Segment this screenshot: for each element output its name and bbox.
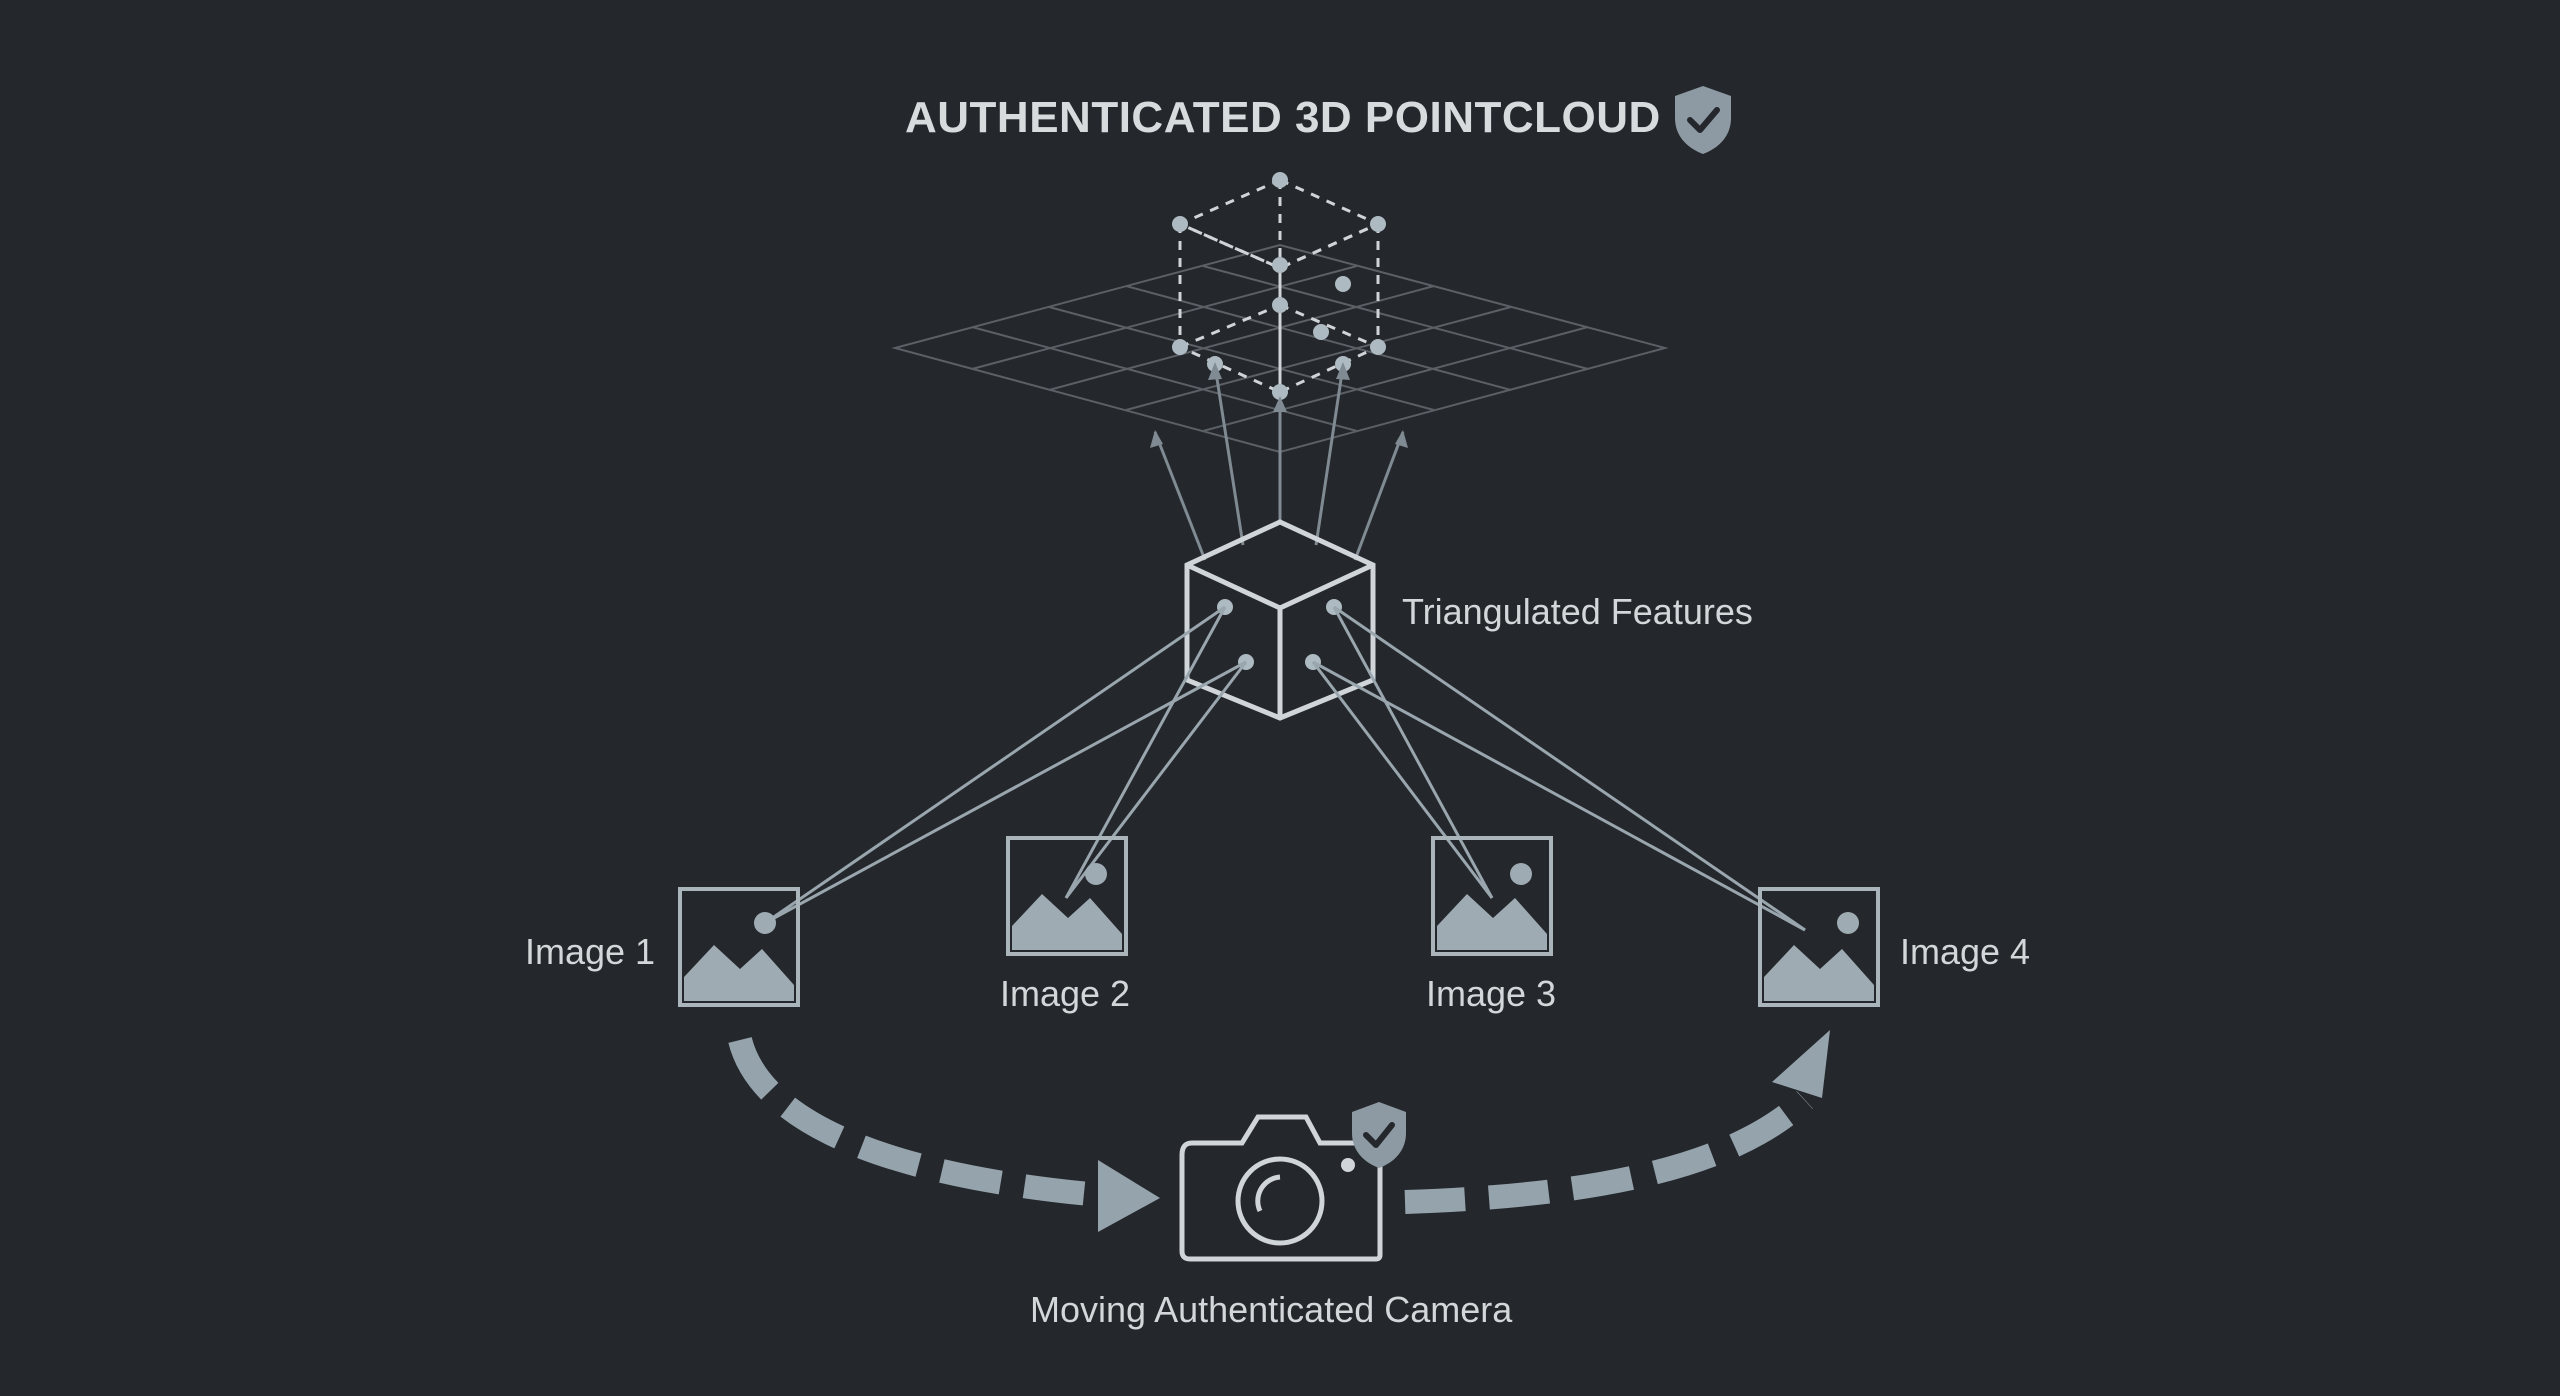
pointcloud-points — [1172, 172, 1386, 400]
pointcloud-cube — [1176, 178, 1382, 395]
image-1[interactable] — [678, 887, 800, 1007]
shield-check-icon — [1352, 1102, 1406, 1168]
projection-arrows — [1150, 362, 1408, 561]
image-icon — [1006, 836, 1128, 956]
image-icon — [678, 887, 800, 1007]
image-3[interactable] — [1431, 836, 1553, 956]
image-4[interactable] — [1758, 887, 1880, 1007]
cube-icon — [1184, 519, 1376, 721]
camera-path-right — [1404, 1030, 1830, 1214]
feature-rays — [764, 605, 1806, 932]
image-4-label: Image 4 — [1900, 931, 2030, 972]
image-1-label: Image 1 — [525, 931, 655, 972]
image-3-label: Image 3 — [1426, 973, 1556, 1014]
camera-label: Moving Authenticated Camera — [1030, 1289, 1513, 1330]
camera-icon — [1179, 1114, 1383, 1262]
grid-plane — [891, 243, 1669, 454]
image-2-label: Image 2 — [1000, 973, 1130, 1014]
image-icon — [1431, 836, 1553, 956]
page-title: AUTHENTICATED 3D POINTCLOUD — [905, 93, 1661, 142]
camera-path-left — [728, 1036, 1160, 1232]
shield-check-icon — [1675, 86, 1731, 154]
triangulated-features-label: Triangulated Features — [1402, 591, 1753, 632]
image-icon — [1758, 887, 1880, 1007]
image-2[interactable] — [1006, 836, 1128, 956]
